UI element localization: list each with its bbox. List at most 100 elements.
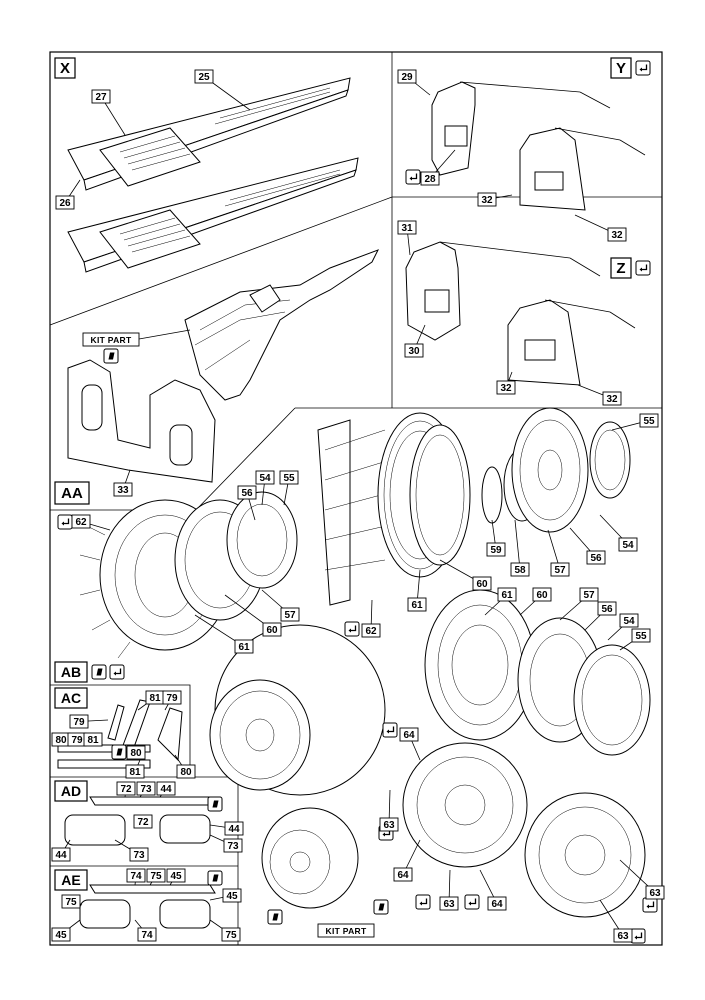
svg-text:45: 45 [55,930,67,941]
svg-text:KIT PART: KIT PART [326,926,367,936]
part-number-32: 32 [602,391,622,406]
svg-text:73: 73 [133,850,145,861]
flip-icon [630,928,646,944]
svg-text:28: 28 [424,174,436,185]
kit-part-spinner [261,807,359,909]
svg-text:79: 79 [71,735,83,746]
svg-text:32: 32 [611,230,623,241]
svg-text:30: 30 [408,346,420,357]
svg-text:57: 57 [284,610,296,621]
part-number-80: 80 [126,745,146,760]
section-label-aa: AA [54,481,90,505]
kit-part-label-aa: KIT PART [82,332,140,347]
svg-text:KIT PART: KIT PART [91,335,132,345]
svg-text:32: 32 [606,394,618,405]
decal-icon [111,744,127,760]
part-number-73: 73 [129,847,149,862]
section-label-ae: AE [54,869,88,891]
flip-icon [405,169,421,185]
svg-text:63: 63 [649,888,661,899]
svg-text:60: 60 [536,590,548,601]
engine-ring-59 [481,466,503,524]
frame-y-part-32 [519,127,646,211]
svg-text:63: 63 [443,899,455,910]
svg-text:81: 81 [87,735,99,746]
part-number-32: 32 [477,192,497,207]
engine-assembly-bottom-left [402,742,528,868]
ad-parts [64,796,216,846]
part-number-45: 45 [51,927,71,942]
svg-text:75: 75 [225,930,237,941]
svg-text:64: 64 [403,730,415,741]
engine-rings-60 [377,412,471,578]
engine-cowl-fins-62 [317,419,393,606]
svg-text:73: 73 [227,841,239,852]
svg-text:81: 81 [129,767,141,778]
svg-text:72: 72 [120,784,132,795]
flip-icon [635,60,651,76]
svg-text:58: 58 [514,565,526,576]
svg-text:64: 64 [397,870,409,881]
decal-icon [207,870,223,886]
frame-z-part-32 [507,299,636,386]
svg-text:63: 63 [383,820,395,831]
svg-text:57: 57 [583,590,595,601]
svg-text:75: 75 [65,897,77,908]
part-number-57: 57 [579,587,599,602]
part-number-75: 75 [146,868,166,883]
ac-parts [57,699,183,769]
leader-line [514,519,521,570]
svg-text:44: 44 [228,824,240,835]
svg-text:Z: Z [616,260,625,277]
svg-text:54: 54 [623,616,635,627]
section-label-x: X [54,57,76,79]
svg-text:72: 72 [137,817,149,828]
svg-text:45: 45 [226,891,238,902]
part-number-72: 72 [116,781,136,796]
svg-text:55: 55 [283,473,295,484]
svg-text:55: 55 [635,631,647,642]
svg-text:64: 64 [491,899,503,910]
part-number-61: 61 [497,587,517,602]
part-number-64: 64 [487,896,507,911]
part-number-58: 58 [510,562,530,577]
part-number-63: 63 [613,928,633,943]
part-number-31: 31 [397,220,417,235]
part-number-60: 60 [472,576,492,591]
svg-text:31: 31 [401,223,413,234]
part-number-55: 55 [279,470,299,485]
part-number-54: 54 [619,613,639,628]
flip-icon [635,260,651,276]
part-number-63: 63 [439,896,459,911]
part-number-33: 33 [113,482,133,497]
svg-text:62: 62 [365,626,377,637]
section-label-ac: AC [54,687,88,709]
flip-icon [464,894,480,910]
svg-text:80: 80 [130,748,142,759]
engine-assembly-right [424,589,651,756]
svg-text:56: 56 [241,488,253,499]
svg-text:Y: Y [616,60,626,77]
svg-text:55: 55 [643,416,655,427]
svg-text:75: 75 [150,871,162,882]
part-number-60: 60 [532,587,552,602]
part-number-29: 29 [397,69,417,84]
svg-text:81: 81 [149,693,161,704]
part-number-61: 61 [407,597,427,612]
engine-assembly-bottom-right [524,792,646,918]
part-number-75: 75 [221,927,241,942]
svg-text:56: 56 [601,604,613,615]
part-number-56: 56 [597,601,617,616]
svg-text:AD: AD [61,783,81,799]
decal-icon [267,909,283,925]
part-number-56: 56 [237,485,257,500]
flip-icon [642,897,658,913]
svg-text:57: 57 [554,565,566,576]
svg-text:61: 61 [238,642,250,653]
section-label-z: Z [610,257,632,279]
part-number-79: 79 [162,690,182,705]
bulkhead-part-33 [67,359,216,483]
frame-z-part-30 [405,241,601,341]
